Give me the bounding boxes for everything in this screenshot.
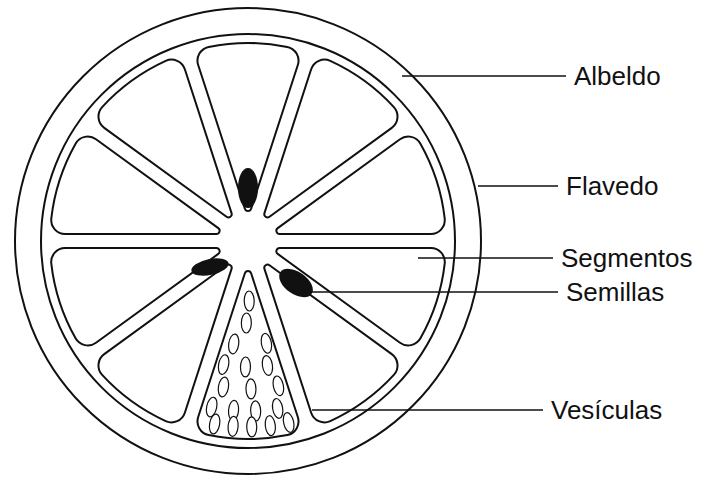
leader-line [402,75,566,77]
seed [274,263,318,303]
vesicle [264,415,276,436]
vesicle [271,398,284,419]
vesicle [260,333,273,354]
segment [98,60,231,218]
segment [276,137,444,234]
seed [238,168,258,208]
albedo-outline [41,34,455,448]
part-label: Albeldo [574,62,661,91]
vesicle [240,357,250,377]
vesicle [282,412,296,434]
part-label: Vesículas [551,396,662,425]
vesicle [271,375,285,397]
part-label: Semillas [566,278,664,307]
vesicle [246,379,256,399]
vesicle [261,355,274,376]
vesicle [247,417,257,437]
vesicle [227,333,240,354]
part-label: Flavedo [566,172,659,201]
vesicle [217,376,230,397]
part-label: Segmentos [561,244,693,273]
vesicle [241,313,251,333]
vesicle [244,291,254,311]
segment [51,248,219,345]
flavedo-outline [15,8,481,474]
leader-group [302,76,566,410]
leader-line [302,291,558,293]
segment-group [51,43,445,439]
vesicle-group [205,291,296,437]
seed-group [190,168,318,303]
leader-line [418,257,553,259]
vesicle [227,416,239,437]
leader-line [312,409,543,411]
seed [190,255,230,279]
leader-line [478,185,558,187]
vesicle [208,413,221,434]
vesicle [217,354,231,376]
